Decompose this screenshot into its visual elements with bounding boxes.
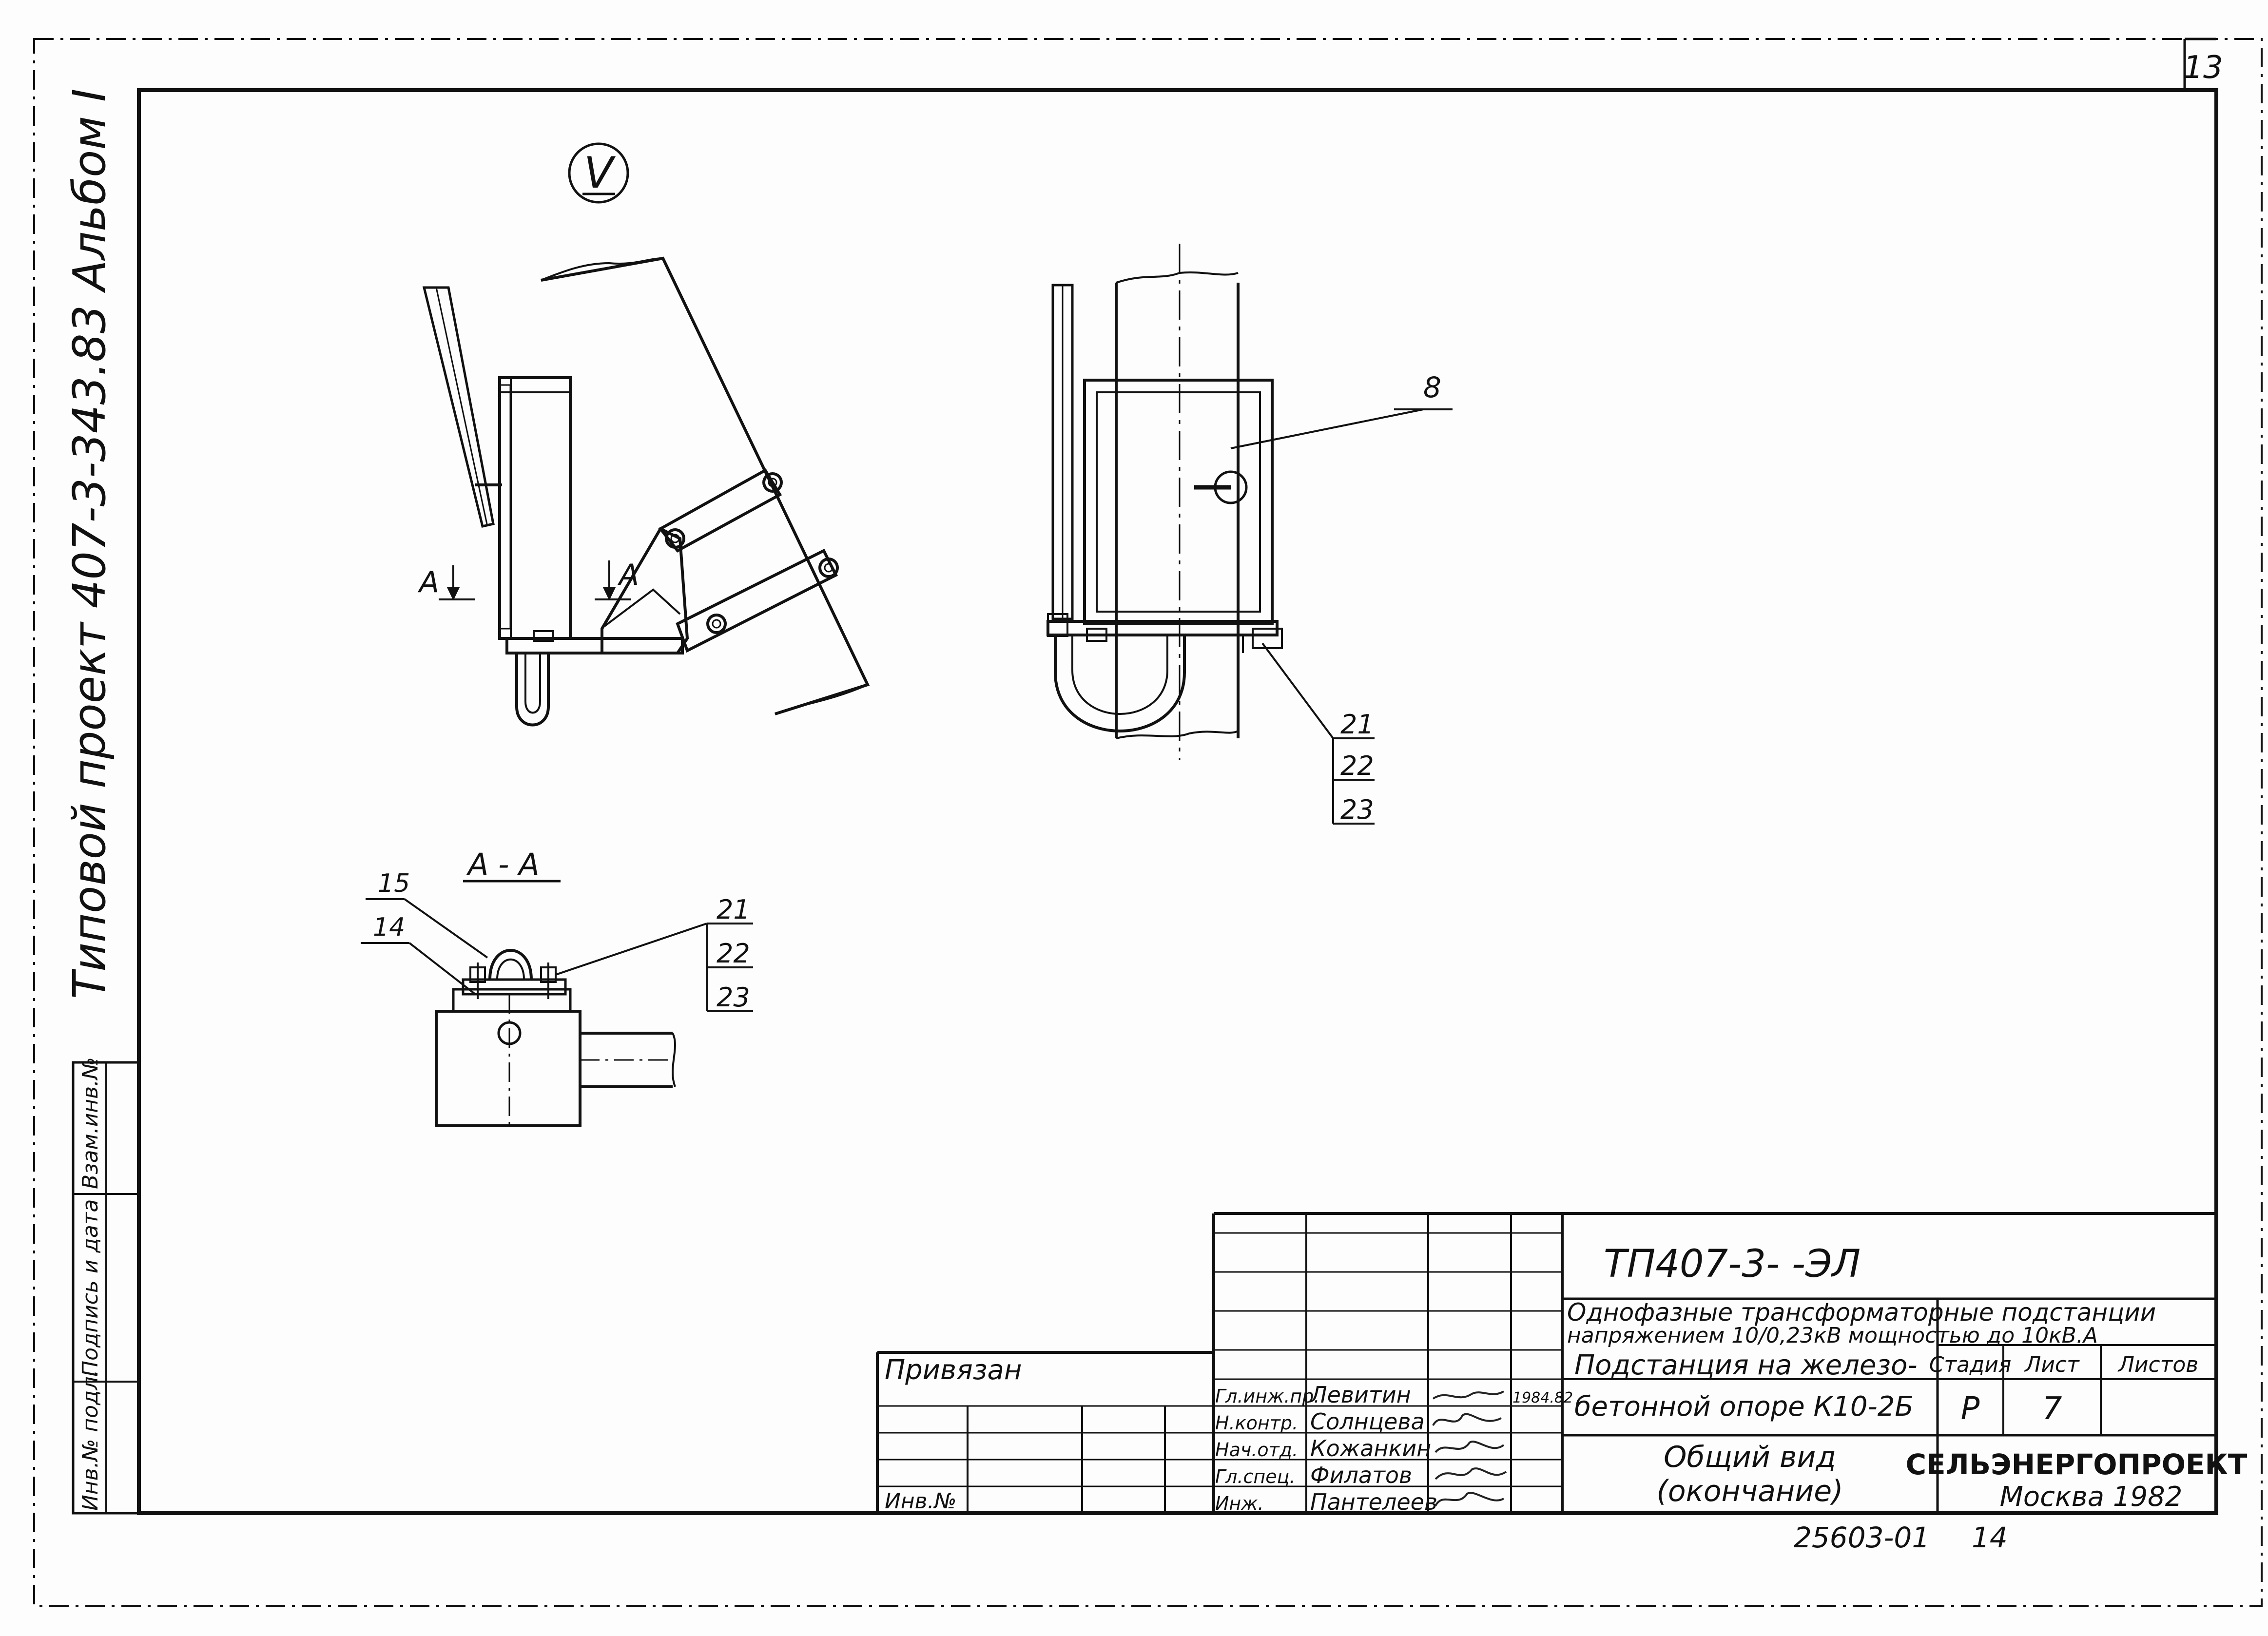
- tb-sheets-header: Листов: [2117, 1352, 2198, 1377]
- callout-section-left: [361, 898, 488, 995]
- tb-organization: СЕЛЬЭНЕРГОПРОЕКТ: [1905, 1448, 2247, 1481]
- tb-name-0: Левитин: [1309, 1382, 1411, 1408]
- callout-8: [1230, 408, 1453, 449]
- tb-designation: ТП407-3- -ЭЛ: [1604, 1242, 1861, 1286]
- stamp-label-vzam-inv: Взам.инв.№: [78, 1057, 103, 1189]
- tb-sheet-title-line2: (окончание): [1656, 1474, 1843, 1508]
- tb-name-2: Кожанкин: [1310, 1435, 1431, 1462]
- tb-title-line1: Однофазные трансформаторные подстанции: [1567, 1298, 2156, 1327]
- order-number: 25603-01: [1794, 1521, 1930, 1554]
- callout-14: 14: [373, 913, 405, 942]
- section-title: А - А: [466, 847, 540, 882]
- tb-name-1: Солнцева: [1310, 1408, 1425, 1435]
- view-marker: V: [568, 142, 629, 204]
- callout-stack-front: [1261, 642, 1375, 825]
- section-arrow-label-right: A: [617, 558, 639, 592]
- tb-sheet-value: 7: [2042, 1391, 2062, 1427]
- tb-role-0: Гл.инж.пр.: [1215, 1386, 1319, 1407]
- tb-role-4: Инж.: [1215, 1493, 1264, 1514]
- view-marker-label: V: [584, 148, 616, 198]
- callout-22-section: 22: [717, 938, 750, 969]
- handwritten-signatures: [1432, 1390, 1507, 1507]
- callout-15: 15: [378, 869, 410, 898]
- side-view-drawing: [422, 256, 870, 727]
- callout-stack-section: [555, 923, 753, 1012]
- callout-23-section: 23: [717, 982, 750, 1013]
- stamp-label-signature-date: Подпись и дата: [78, 1199, 103, 1377]
- tb-inv-no: Инв.№: [885, 1489, 956, 1514]
- tb-privyazan: Привязан: [885, 1354, 1022, 1386]
- sheet-number-box: [2183, 38, 2216, 90]
- tb-role-2: Нач.отд.: [1215, 1439, 1298, 1461]
- tb-name-3: Филатов: [1310, 1462, 1412, 1488]
- tb-name-4: Пантелеев: [1310, 1489, 1437, 1515]
- tb-stage-value: Р: [1961, 1391, 1980, 1427]
- tb-role-1: Н.контр.: [1215, 1412, 1298, 1434]
- page-number: 14: [1972, 1521, 2008, 1554]
- callout-21-section: 21: [717, 894, 750, 925]
- stamp-label-inv-podl: Инв.№ подл.: [78, 1369, 103, 1511]
- title-block: [876, 1212, 2216, 1513]
- tb-stage-header: Стадия: [1929, 1352, 2012, 1377]
- tb-object-line1: Подстанция на железо-: [1574, 1349, 1918, 1381]
- side-project-label: Типовой проект 407-3-343.83 Альбом I: [63, 89, 116, 999]
- tb-city-year: Москва 1982: [2000, 1481, 2183, 1513]
- tb-role-3: Гл.спец.: [1215, 1466, 1296, 1487]
- outer-trim-line: [33, 38, 2263, 1607]
- tb-sheet-header: Лист: [2024, 1352, 2080, 1377]
- callout-21-front: 21: [1340, 709, 1374, 740]
- section-arrow-label-left: A: [417, 565, 439, 599]
- callout-8-label: 8: [1423, 371, 1441, 404]
- callout-23-front: 23: [1340, 794, 1374, 825]
- tb-date: 1984.82: [1512, 1389, 1573, 1406]
- callout-22-front: 22: [1340, 751, 1374, 781]
- tb-title-line2: напряжением 10/0,23кВ мощностью до 10кВ.…: [1567, 1323, 2098, 1348]
- inner-frame: [137, 88, 2218, 1515]
- sheet-number: 13: [2183, 50, 2223, 86]
- section-aa-drawing: [435, 949, 676, 1131]
- tb-sheet-title-line1: Общий вид: [1664, 1440, 1836, 1474]
- tb-object-line2: бетонной опоре К10-2Б: [1574, 1391, 1914, 1423]
- left-stamp-strip: Инв.№ подл. Подпись и дата Взам.инв.№: [72, 1057, 140, 1515]
- front-view-drawing: [1047, 244, 1283, 760]
